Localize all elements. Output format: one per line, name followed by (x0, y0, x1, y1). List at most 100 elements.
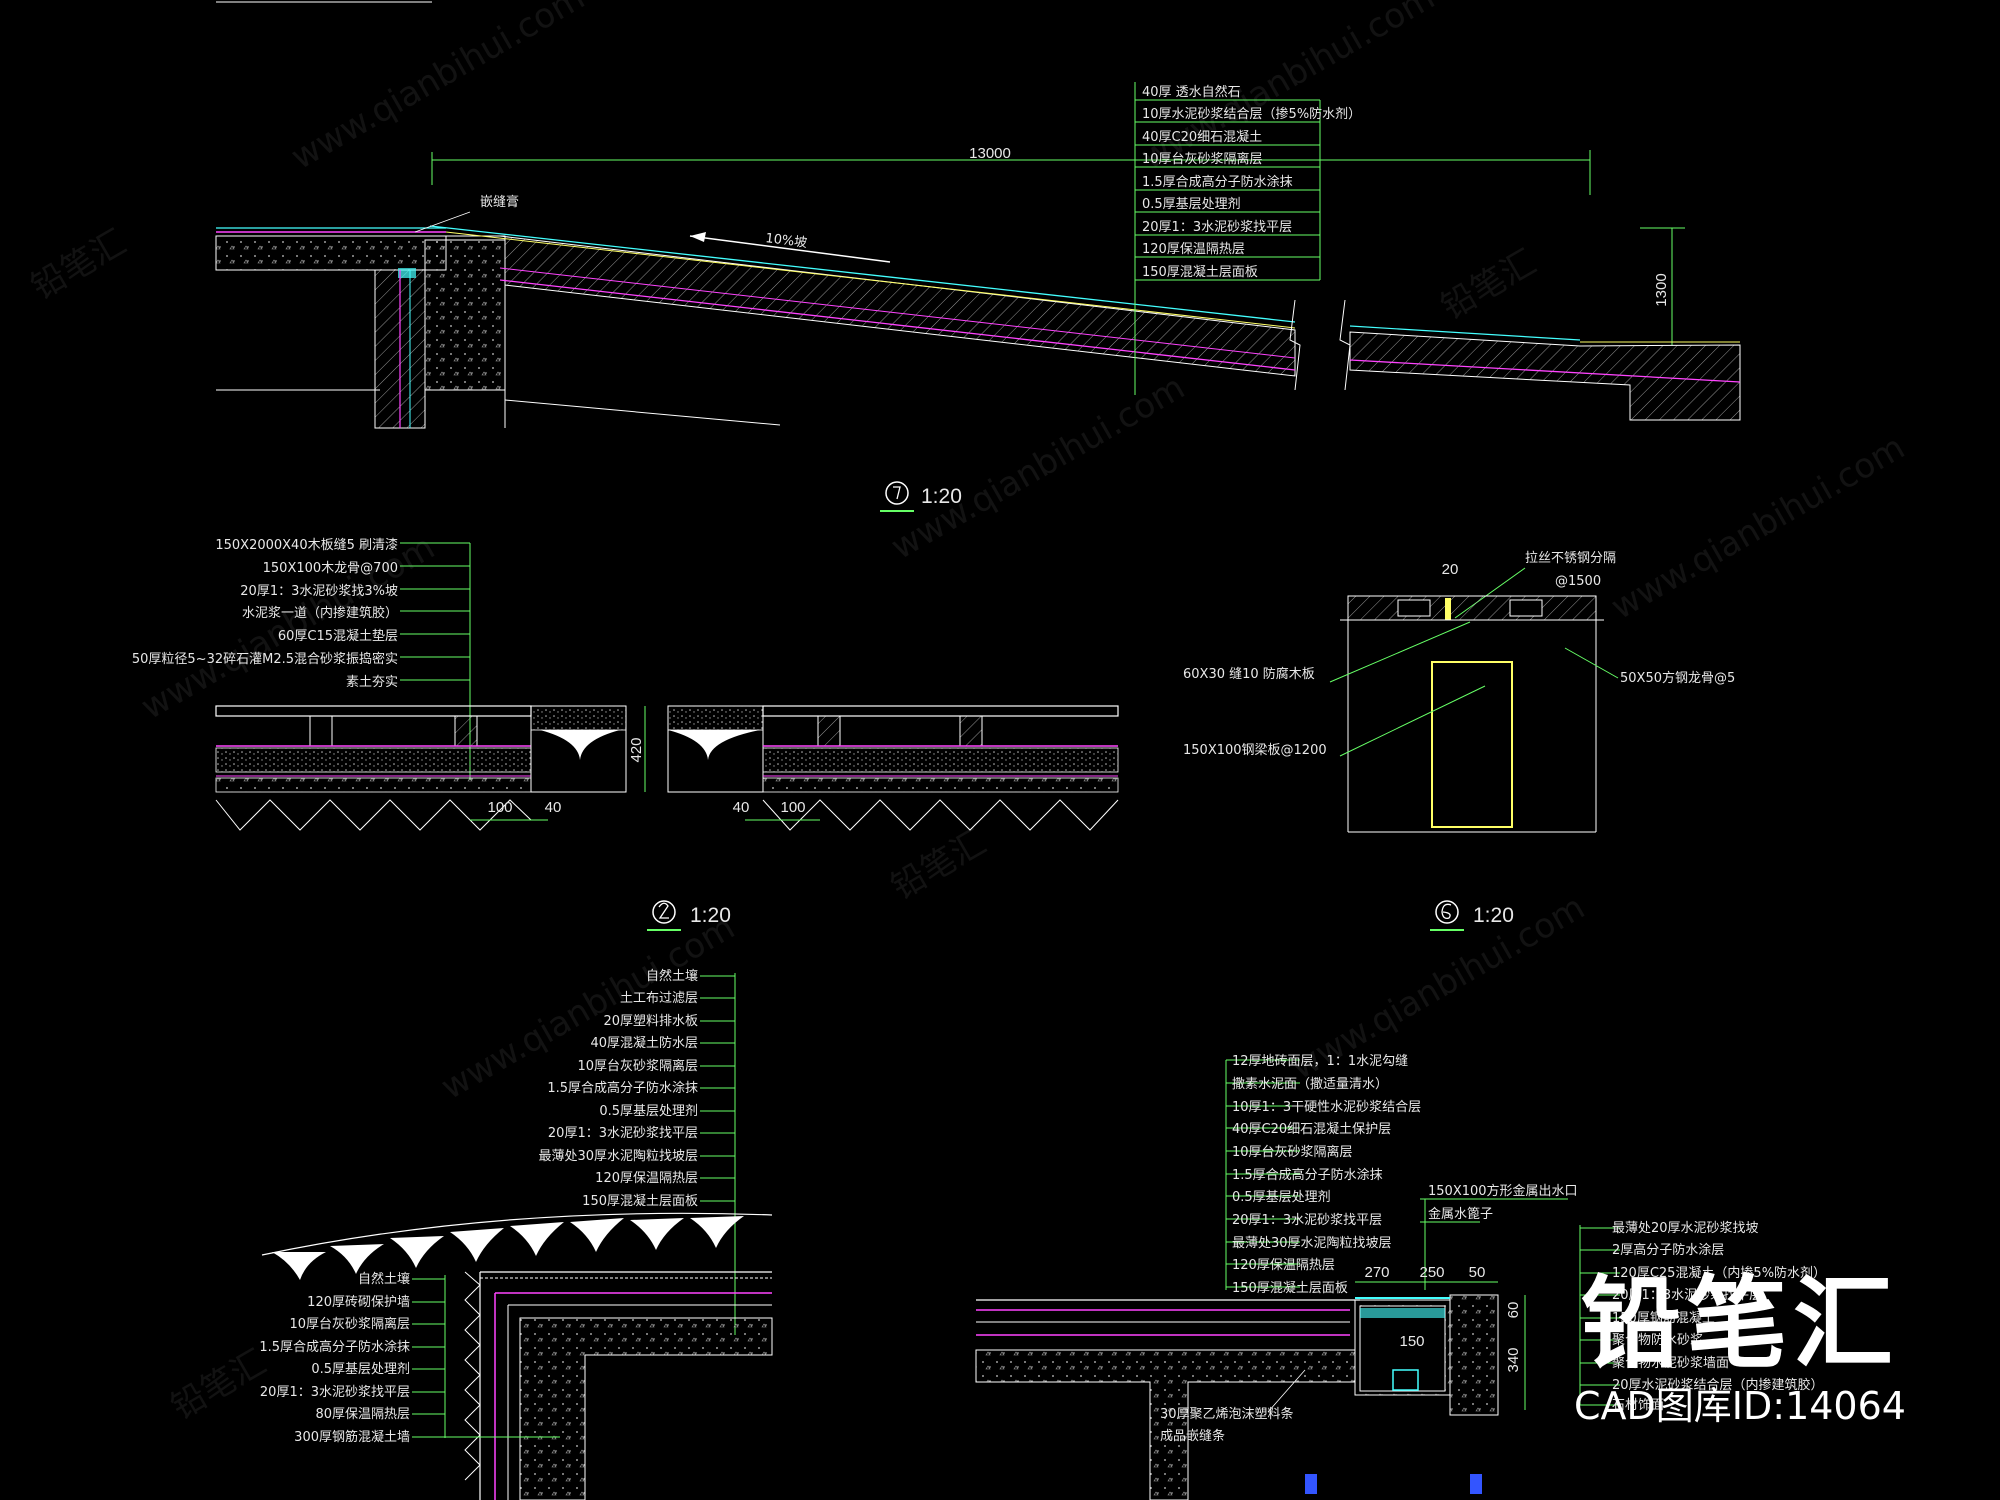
dim-40-left: 40 (545, 799, 562, 816)
layer-label: 20厚1：3水泥砂浆找平层 (548, 1126, 698, 1141)
layer-label: 最薄处20厚水泥砂浆找坡 (1612, 1221, 1759, 1236)
layer-label: 10厚水泥砂浆结合层（掺5%防水剂） (1142, 106, 1361, 122)
note-stainless-spacing: @1500 (1555, 574, 1601, 589)
layer-label: 最薄处30厚水泥陶粒找坡层 (538, 1148, 698, 1164)
detail-2-scale: 1:20 (690, 904, 731, 927)
layer-label: 40厚 透水自然石 (1142, 84, 1241, 100)
detail-3-section: 自然土壤 土工布过滤层 20厚塑料排水板 40厚混凝土防水层 10厚台灰砂浆隔离… (259, 968, 773, 1500)
layer-label: 自然土壤 (358, 1271, 410, 1287)
layer-label: 0.5厚基层处理剂 (1232, 1190, 1331, 1205)
layer-label: 0.5厚基层处理剂 (599, 1104, 698, 1119)
dim-1300: 1300 (1653, 273, 1670, 306)
layer-label: 聚合物防水砂浆 (1612, 1332, 1703, 1348)
brand-id: CAD图库ID:14064 (1574, 1384, 1906, 1428)
layer-label: 150X2000X40木板缝5 刷清漆 (215, 537, 398, 553)
layer-label: 最薄处30厚水泥陶粒找坡层 (1232, 1235, 1392, 1251)
watermark-text: www.qianbihui.com (285, 0, 592, 178)
outlet-label: 150X100方形金属出水口 (1428, 1183, 1578, 1199)
detail-1-layer-list: 40厚 透水自然石 10厚水泥砂浆结合层（掺5%防水剂） 40厚C20细石混凝土… (1135, 84, 1361, 281)
slope-label: 10%坡 (765, 231, 808, 251)
layer-label: 1.5厚合成高分子防水涂抹 (259, 1339, 410, 1355)
watermark-brand: 铅笔汇 (25, 222, 133, 308)
dim-13000: 13000 (969, 145, 1011, 162)
dim-340: 340 (1505, 1347, 1522, 1372)
layer-label: 300厚钢筋混凝土墙 (294, 1429, 410, 1445)
label-steel-beam: 150X100钢梁板@1200 (1183, 743, 1327, 758)
layer-label: 40厚C20细石混凝土 (1142, 129, 1262, 145)
layer-label: 120厚砖砌保护墙 (307, 1295, 410, 1310)
layer-label: 20厚1：3水泥砂浆找平层 (260, 1385, 410, 1400)
dim-100-right: 100 (780, 799, 805, 816)
watermark-brand: 铅笔汇 (885, 822, 993, 908)
layer-label: 10厚1：3干硬性水泥砂浆结合层 (1232, 1100, 1421, 1115)
layer-label: 40厚混凝土防水层 (590, 1035, 698, 1051)
layer-label: 150厚混凝土层面板 (1142, 264, 1258, 280)
layer-label: 120厚C25混凝土（内掺5%防水剂） (1612, 1265, 1826, 1281)
detail-3-top-layer-list: 自然土壤 土工布过滤层 20厚塑料排水板 40厚混凝土防水层 10厚台灰砂浆隔离… (538, 968, 736, 1335)
layer-label: 120厚保温隔热层 (1232, 1258, 1335, 1273)
dim-20: 20 (1442, 561, 1459, 578)
detail-3-wall-layer-list: 自然土壤 120厚砖砌保护墙 10厚台灰砂浆隔离层 1.5厚合成高分子防水涂抹 … (259, 1271, 560, 1445)
layer-label: 土工布过滤层 (620, 991, 698, 1006)
note-stainless-divider: 拉丝不锈钢分隔 (1525, 551, 1616, 566)
detail-1-scale: 1:20 (921, 485, 962, 508)
layer-label: 2厚高分子防水涂层 (1612, 1242, 1724, 1258)
detail-4-section: 12厚地砖面层，1：1水泥勾缝 撒素水泥面（撒适量清水） 10厚1：3干硬性水泥… (975, 1054, 1826, 1500)
layer-label: 10厚台灰砂浆隔离层 (289, 1316, 410, 1332)
detail-4-left-layer-list: 12厚地砖面层，1：1水泥勾缝 撒素水泥面（撒适量清水） 10厚1：3干硬性水泥… (1225, 1054, 1421, 1296)
dim-50: 50 (1469, 1264, 1486, 1281)
layer-label: 150X100木龙骨@700 (263, 561, 398, 576)
detail-6-scale: 1:20 (1473, 904, 1514, 927)
layer-label: 40厚C20细石混凝土保护层 (1232, 1121, 1391, 1137)
layer-label: 10厚台灰砂浆隔离层 (1142, 151, 1263, 167)
layer-label: 10厚台灰砂浆隔离层 (1232, 1144, 1353, 1160)
brand-title: 铅笔汇 (1581, 1265, 1899, 1382)
detail-1-section: 13000 1300 嵌缝膏 10%坡 (215, 1, 1741, 512)
watermark-brand: 铅笔汇 (1435, 242, 1543, 328)
detail-4-right-layer-list: 最薄处20厚水泥砂浆找坡 2厚高分子防水涂层 120厚C25混凝土（内掺5%防水… (1579, 1221, 1826, 1413)
layer-label: 1.5厚合成高分子防水涂抹 (547, 1080, 698, 1096)
layer-label: 素土夯实 (346, 675, 398, 690)
layer-label: 120厚保温隔热层 (1142, 242, 1245, 257)
layer-label: 150厚混凝土层面板 (1232, 1280, 1348, 1296)
sealant-label: 嵌缝膏 (480, 194, 519, 210)
dim-150: 150 (1399, 1333, 1424, 1350)
detail-6-section: 20 35 拉丝不锈钢分隔 @1500 60X30 缝10 防腐木板 150X1… (1183, 551, 1735, 931)
detail-2-tag-circle (652, 900, 676, 924)
detail-1-tag-circle (885, 481, 909, 505)
layer-label: 20厚1：3水泥砂浆找3%坡 (240, 584, 398, 599)
detail-2-layer-list: 150X2000X40木板缝5 刷清漆 150X100木龙骨@700 20厚1：… (132, 537, 471, 780)
layer-label: 80厚保温隔热层 (315, 1407, 410, 1422)
detail-2-section: 150X2000X40木板缝5 刷清漆 150X100木龙骨@700 20厚1：… (132, 537, 1119, 931)
label-anticorrosive-board: 60X30 缝10 防腐木板 (1183, 666, 1315, 682)
watermark-text: www.qianbihui.com (885, 367, 1192, 567)
layer-label: 10厚台灰砂浆隔离层 (577, 1058, 698, 1074)
dim-420: 420 (628, 737, 645, 762)
layer-label: 聚合物水泥砂浆墙面 (1612, 1356, 1729, 1371)
layer-label: 0.5厚基层处理剂 (311, 1362, 410, 1377)
layer-label: 水泥浆一道（内掺建筑胶） (242, 605, 398, 621)
layer-label: 120厚保温隔热层 (595, 1171, 698, 1186)
watermark-text: www.qianbihui.com (135, 527, 442, 727)
layer-label: 石材饰面 (1612, 1398, 1664, 1413)
joint-label-strip: 成品嵌缝条 (1160, 1428, 1225, 1444)
dim-270: 270 (1364, 1264, 1389, 1281)
layer-label: 20厚1：3水泥砂浆找平层 (1612, 1288, 1762, 1303)
layer-label: 撒素水泥面（撒适量清水） (1232, 1076, 1388, 1092)
layer-label: 0.5厚基层处理剂 (1142, 197, 1241, 212)
brand-overlay: 铅笔汇 CAD图库ID:14064 (1520, 1265, 1960, 1429)
layer-label: 150厚钢筋混凝土 (1612, 1310, 1715, 1326)
layer-label: 自然土壤 (646, 968, 698, 984)
dim-60: 60 (1505, 1302, 1522, 1319)
layer-label: 20厚塑料排水板 (603, 1014, 698, 1029)
joint-label-foam: 30厚聚乙烯泡沫塑料条 (1160, 1406, 1294, 1422)
layer-label: 12厚地砖面层，1：1水泥勾缝 (1232, 1054, 1408, 1069)
layer-label: 150厚混凝土层面板 (582, 1193, 698, 1209)
label-steel-joist: 50X50方钢龙骨@5 (1620, 670, 1735, 686)
watermark-text: www.qianbihui.com (435, 907, 742, 1107)
layer-label: 60厚C15混凝土垫层 (278, 628, 398, 644)
detail-6-tag-circle (1435, 900, 1459, 924)
layer-label: 20厚水泥砂浆结合层（内掺建筑胶） (1612, 1377, 1824, 1393)
layer-label: 1.5厚合成高分子防水涂抹 (1232, 1167, 1383, 1183)
